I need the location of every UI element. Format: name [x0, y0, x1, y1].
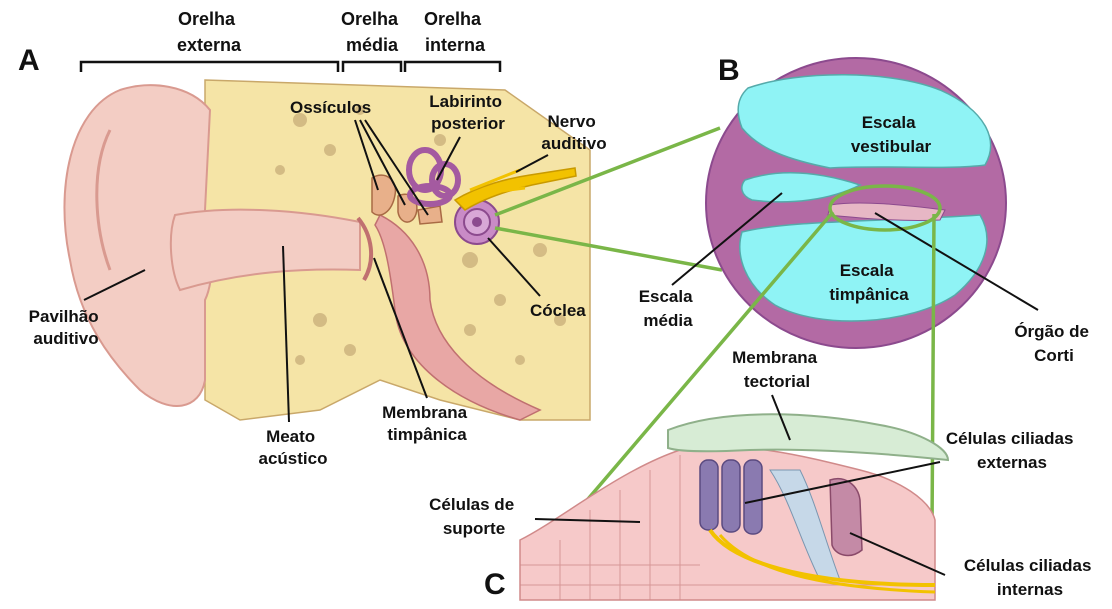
inner-hair-label: Células ciliadas internas — [964, 556, 1096, 599]
middle-ear-bracket — [343, 62, 401, 72]
media-label: Escala média — [639, 287, 698, 330]
external-ear-bracket — [81, 62, 338, 72]
outer-hair-label: Células ciliadas externas — [946, 429, 1078, 472]
corti-label: Órgão de Corti — [1014, 322, 1093, 365]
tectorial-label: Membrana tectorial — [732, 348, 822, 391]
region-brackets — [81, 62, 500, 72]
panel-c-letter: C — [484, 568, 506, 601]
eardrum-label: Membrana timpânica — [382, 403, 472, 444]
cochlea-label: Cóclea — [530, 301, 586, 320]
support-label: Células de suporte — [429, 495, 519, 538]
internal-ear-title: Orelha interna — [424, 9, 486, 55]
panel-b-letter: B — [718, 54, 740, 87]
external-ear-title: Orelha externa — [177, 9, 242, 55]
ear-illustration — [64, 80, 590, 420]
inner-hair-cell-shape — [830, 479, 862, 556]
canal-label: Meato acústico — [259, 427, 328, 468]
middle-ear-title: Orelha média — [341, 9, 403, 55]
panel-a-letter: A — [18, 44, 40, 77]
organ-of-corti-illustration — [520, 414, 948, 600]
outer-hair-cells-shape — [700, 460, 762, 534]
ossicles-label: Ossículos — [290, 98, 371, 117]
internal-ear-bracket — [405, 62, 500, 72]
cochlea-cross-section — [706, 58, 1006, 348]
